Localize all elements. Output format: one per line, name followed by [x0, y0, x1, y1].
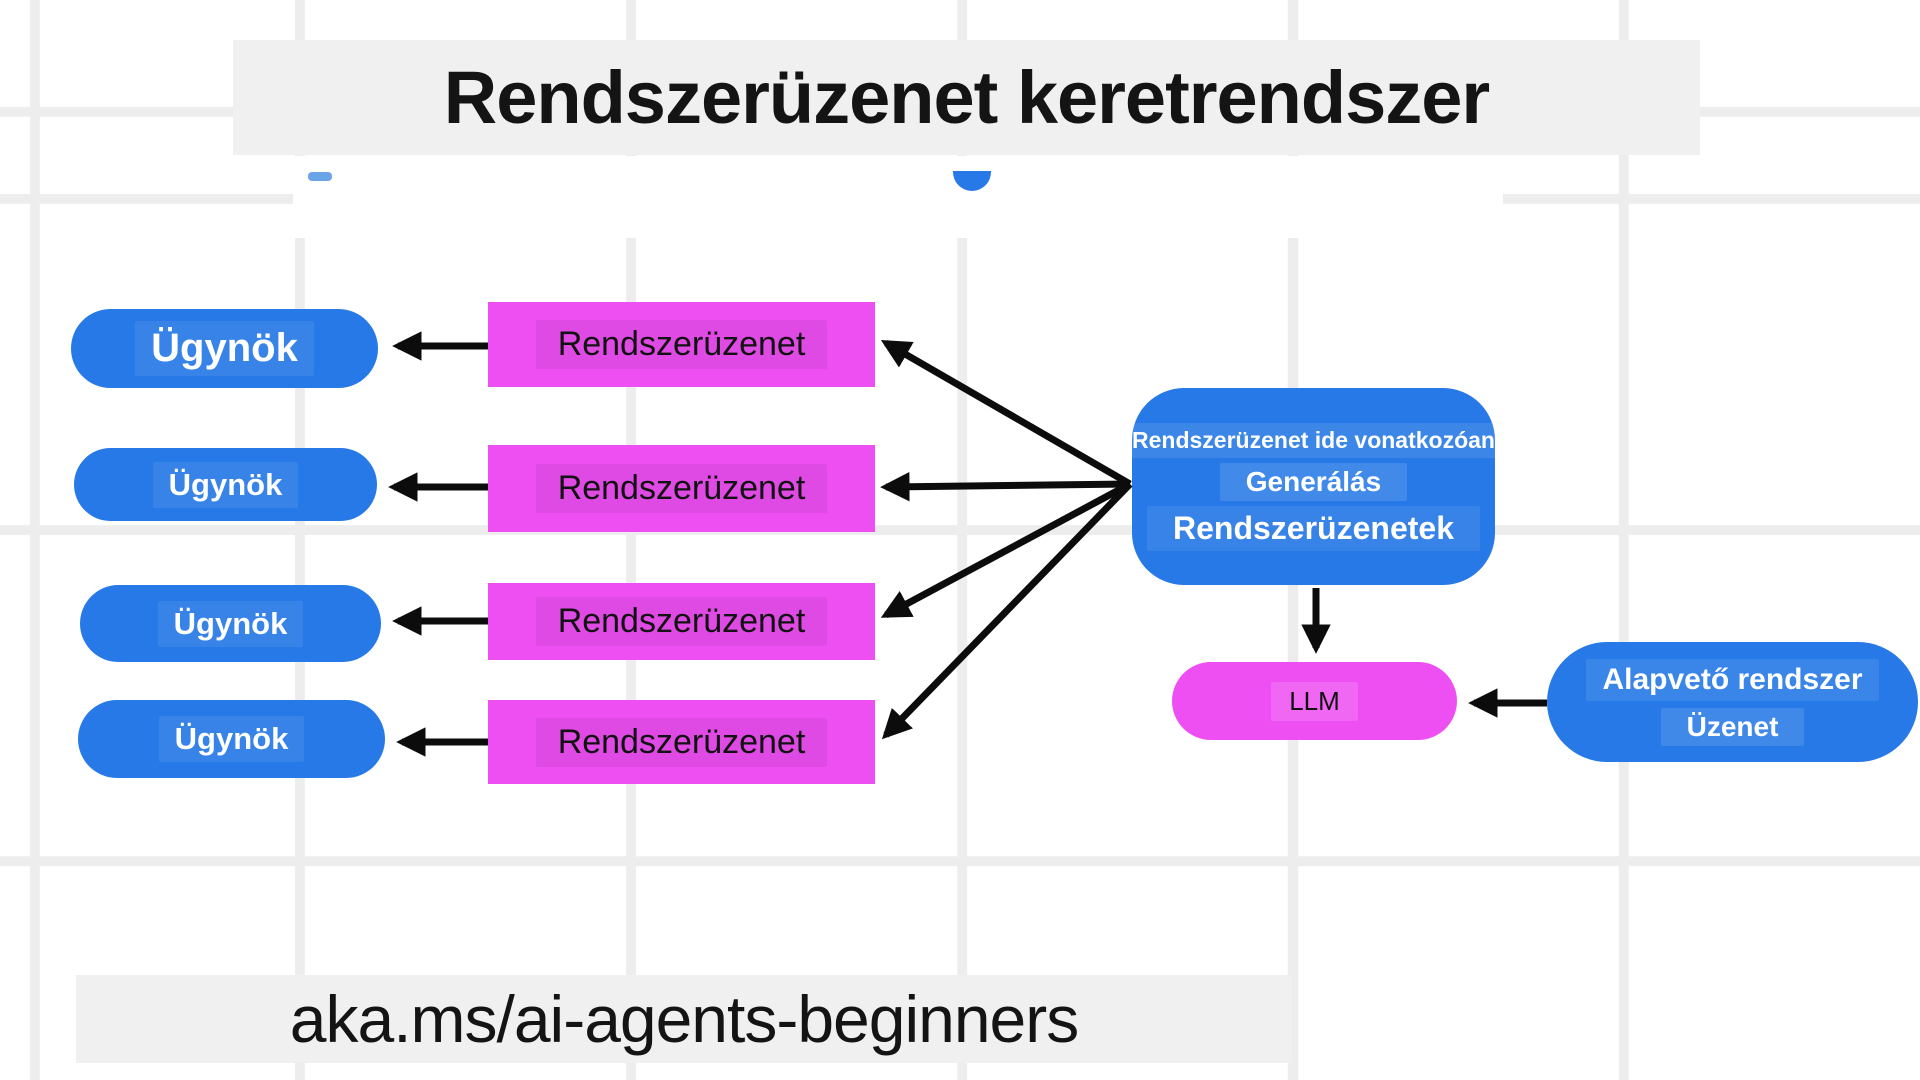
- agent-pill-label: Ügynök: [135, 321, 314, 376]
- blue-semicircle-artifact: [953, 171, 991, 191]
- agent-pill-label: Ügynök: [157, 600, 304, 647]
- agent-pill-1: Ügynök: [71, 309, 378, 388]
- generator-box: Rendszerüzenet ide vonatkozóan Generálás…: [1122, 388, 1505, 585]
- agent-pill-3: Ügynök: [80, 585, 381, 662]
- llm-pill: LLM: [1172, 662, 1457, 740]
- arrow-generator-to-message-1: [880, 339, 1132, 488]
- system-message-label: Rendszerüzenet: [535, 464, 828, 513]
- base-system-line-1: Alapvető rendszer: [1586, 658, 1879, 701]
- system-message-box-3: Rendszerüzenet: [488, 583, 875, 660]
- system-message-box-1: Rendszerüzenet: [488, 302, 875, 387]
- system-message-label: Rendszerüzenet: [535, 320, 828, 369]
- arrow-generator-to-message-4: [881, 481, 1133, 740]
- title-band: Rendszerüzenet keretrendszer: [233, 40, 1700, 155]
- arrow-generator-to-message-3: [880, 480, 1132, 619]
- page-title: Rendszerüzenet keretrendszer: [443, 56, 1490, 139]
- blue-dash-artifact: [308, 172, 332, 181]
- generator-line-3: Rendszerüzenetek: [1147, 505, 1480, 551]
- agent-pill-label: Ügynök: [152, 461, 299, 508]
- white-cover-patch: [293, 156, 1503, 238]
- system-message-box-4: Rendszerüzenet: [488, 700, 875, 784]
- base-system-message-pill: Alapvető rendszer Üzenet: [1547, 642, 1918, 762]
- agent-pill-label: Ügynök: [158, 716, 305, 762]
- system-message-label: Rendszerüzenet: [535, 717, 828, 767]
- footer-link-text: aka.ms/ai-agents-beginners: [289, 982, 1079, 1056]
- generator-line-1: Rendszerüzenet ide vonatkozóan: [1122, 422, 1505, 458]
- agent-pill-2: Ügynök: [74, 448, 377, 521]
- system-message-box-2: Rendszerüzenet: [488, 445, 875, 532]
- arrow-generator-to-message-2: [880, 472, 1131, 502]
- llm-label: LLM: [1271, 681, 1358, 721]
- system-message-label: Rendszerüzenet: [535, 597, 828, 646]
- agent-pill-4: Ügynök: [78, 700, 385, 778]
- footer-band: aka.ms/ai-agents-beginners: [76, 975, 1292, 1063]
- base-system-line-2: Üzenet: [1660, 707, 1805, 746]
- generator-line-2: Generálás: [1219, 462, 1408, 501]
